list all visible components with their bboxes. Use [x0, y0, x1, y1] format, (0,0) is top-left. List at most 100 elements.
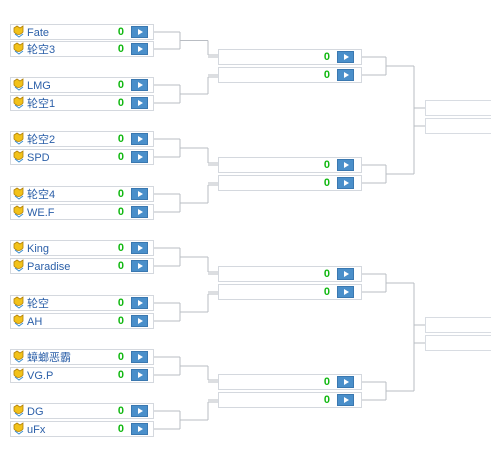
score: 0	[323, 394, 330, 406]
team-logo-icon	[13, 422, 24, 435]
play-button[interactable]	[337, 177, 354, 189]
score: 0	[117, 97, 124, 109]
team-logo-icon	[13, 296, 24, 309]
score: 0	[117, 79, 124, 91]
team-logo-icon	[13, 132, 24, 145]
team-name[interactable]: 轮空2	[27, 134, 56, 146]
play-button[interactable]	[131, 97, 148, 109]
team-name[interactable]: 蟑螂恶霸	[27, 352, 71, 364]
score: 0	[117, 260, 124, 272]
team-name[interactable]: 轮空1	[27, 98, 56, 110]
match-slot: 0	[218, 157, 362, 173]
score: 0	[117, 188, 124, 200]
team-logo-icon	[13, 368, 24, 381]
team-logo-icon	[13, 78, 24, 91]
score: 0	[117, 405, 124, 417]
match-slot: 0	[218, 266, 362, 282]
play-button[interactable]	[337, 376, 354, 388]
play-button[interactable]	[131, 351, 148, 363]
play-button[interactable]	[337, 286, 354, 298]
score: 0	[117, 43, 124, 55]
play-button[interactable]	[131, 79, 148, 91]
team-slot: DG 0	[10, 403, 154, 419]
match-slot: 0	[218, 284, 362, 300]
play-button[interactable]	[131, 260, 148, 272]
score: 0	[117, 151, 124, 163]
play-button[interactable]	[131, 423, 148, 435]
match-slot: 0	[218, 392, 362, 408]
team-slot: SPD 0	[10, 149, 154, 165]
pending-slot	[425, 335, 491, 351]
team-slot: 蟑螂恶霸 0	[10, 349, 154, 365]
pending-slot	[425, 317, 491, 333]
team-slot: 轮空3 0	[10, 41, 154, 57]
score: 0	[117, 315, 124, 327]
team-name[interactable]: 轮空	[27, 298, 49, 310]
score: 0	[117, 133, 124, 145]
team-slot: AH 0	[10, 313, 154, 329]
score: 0	[117, 369, 124, 381]
score: 0	[323, 159, 330, 171]
team-slot: 轮空2 0	[10, 131, 154, 147]
play-button[interactable]	[131, 297, 148, 309]
team-slot: 轮空1 0	[10, 95, 154, 111]
score: 0	[117, 26, 124, 38]
team-name[interactable]: 轮空4	[27, 189, 56, 201]
team-slot: Fate 0	[10, 24, 154, 40]
score: 0	[117, 206, 124, 218]
score: 0	[323, 51, 330, 63]
play-button[interactable]	[131, 242, 148, 254]
play-button[interactable]	[337, 51, 354, 63]
play-button[interactable]	[337, 394, 354, 406]
team-slot: King 0	[10, 240, 154, 256]
score: 0	[323, 268, 330, 280]
play-button[interactable]	[131, 43, 148, 55]
play-button[interactable]	[337, 69, 354, 81]
score: 0	[117, 423, 124, 435]
score: 0	[323, 376, 330, 388]
play-button[interactable]	[131, 369, 148, 381]
team-slot: uFx 0	[10, 421, 154, 437]
team-logo-icon	[13, 205, 24, 218]
play-button[interactable]	[131, 151, 148, 163]
play-button[interactable]	[131, 188, 148, 200]
match-slot: 0	[218, 67, 362, 83]
team-name[interactable]: 轮空3	[27, 44, 56, 56]
team-name[interactable]: AH	[27, 316, 43, 328]
team-name[interactable]: uFx	[27, 424, 46, 436]
team-name[interactable]: Fate	[27, 27, 50, 39]
match-slot: 0	[218, 175, 362, 191]
score: 0	[117, 351, 124, 363]
team-name[interactable]: LMG	[27, 80, 51, 92]
pending-slot	[425, 118, 491, 134]
team-logo-icon	[13, 187, 24, 200]
play-button[interactable]	[131, 405, 148, 417]
score: 0	[323, 69, 330, 81]
team-logo-icon	[13, 25, 24, 38]
play-button[interactable]	[131, 206, 148, 218]
play-button[interactable]	[131, 133, 148, 145]
team-logo-icon	[13, 241, 24, 254]
team-name[interactable]: King	[27, 243, 50, 255]
team-name[interactable]: DG	[27, 406, 44, 418]
team-name[interactable]: Paradise	[27, 261, 71, 273]
play-button[interactable]	[131, 26, 148, 38]
play-button[interactable]	[337, 268, 354, 280]
team-logo-icon	[13, 259, 24, 272]
play-button[interactable]	[131, 315, 148, 327]
match-slot: 0	[218, 374, 362, 390]
score: 0	[117, 242, 124, 254]
team-slot: WE.F 0	[10, 204, 154, 220]
team-slot: VG.P 0	[10, 367, 154, 383]
team-slot: LMG 0	[10, 77, 154, 93]
pending-slot	[425, 100, 491, 116]
team-name[interactable]: VG.P	[27, 370, 54, 382]
team-name[interactable]: WE.F	[27, 207, 55, 219]
team-logo-icon	[13, 150, 24, 163]
team-name[interactable]: SPD	[27, 152, 50, 164]
match-slot: 0	[218, 49, 362, 65]
score: 0	[323, 177, 330, 189]
play-button[interactable]	[337, 159, 354, 171]
